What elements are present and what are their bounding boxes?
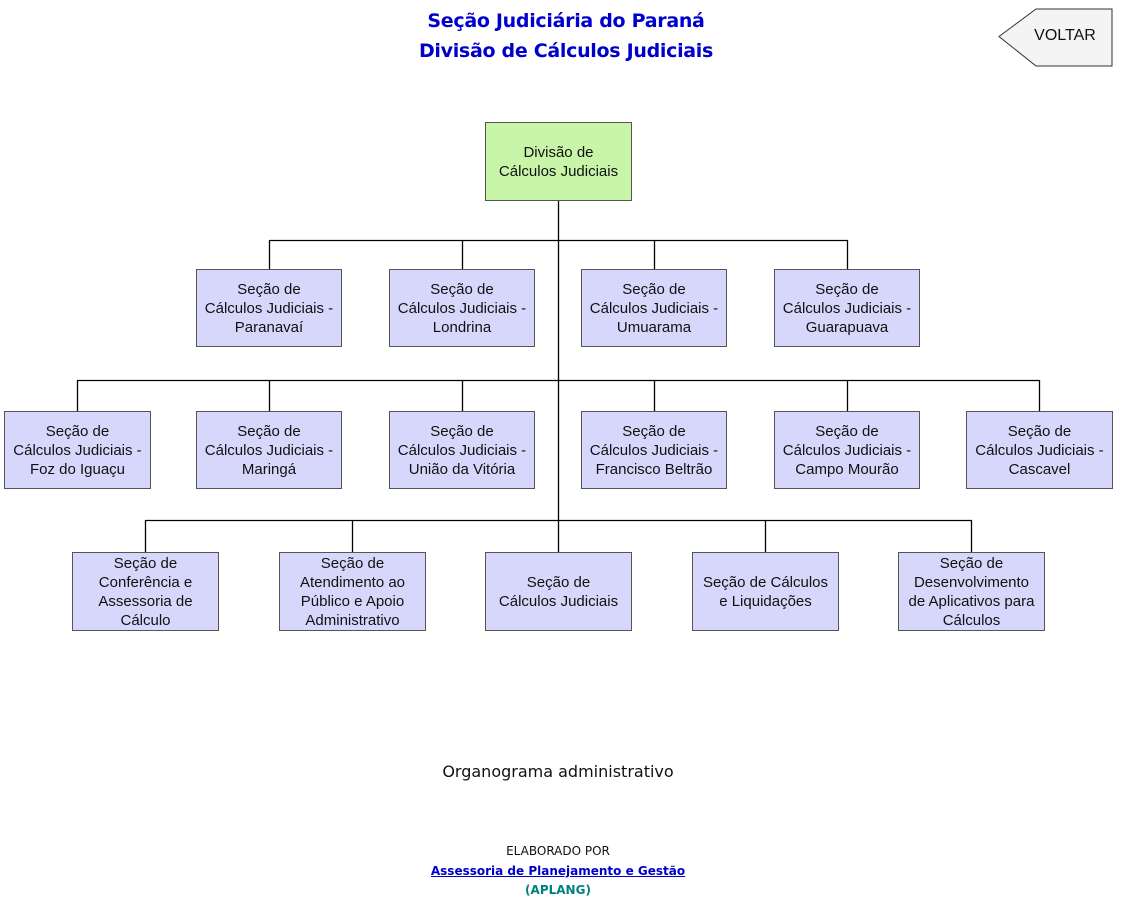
- org-node-row3: Seção de Desenvolvimento de Aplicativos …: [898, 552, 1045, 631]
- page-title-line-1: Seção Judiciária do Paraná: [427, 10, 705, 32]
- org-node-row1: Seção de Cálculos Judiciais - Paranavaí: [196, 269, 342, 347]
- org-node-row2: Seção de Cálculos Judiciais - Cascavel: [966, 411, 1113, 489]
- credit-link[interactable]: Assessoria de Planejamento e Gestão: [430, 864, 686, 878]
- org-node-row2: Seção de Cálculos Judiciais - Francisco …: [581, 411, 727, 489]
- credit-abbreviation: (APLANG): [525, 883, 591, 897]
- org-node-row3: Seção de Atendimento ao Público e Apoio …: [279, 552, 426, 631]
- org-node-row1: Seção de Cálculos Judiciais - Umuarama: [581, 269, 727, 347]
- page-title-line-2: Divisão de Cálculos Judiciais: [418, 40, 714, 62]
- org-node-row3: Seção de Conferência e Assessoria de Cál…: [72, 552, 219, 631]
- org-node-row3: Seção de Cálculos Judiciais: [485, 552, 632, 631]
- org-node-row2: Seção de Cálculos Judiciais - Campo Mour…: [774, 411, 920, 489]
- org-node-root: Divisão de Cálculos Judiciais: [485, 122, 632, 201]
- org-node-row1: Seção de Cálculos Judiciais - Guarapuava: [774, 269, 920, 347]
- back-button[interactable]: VOLTAR: [998, 8, 1114, 67]
- org-node-row1: Seção de Cálculos Judiciais - Londrina: [389, 269, 535, 347]
- back-arrow-icon: [998, 8, 1113, 67]
- org-node-row2: Seção de Cálculos Judiciais - União da V…: [389, 411, 535, 489]
- org-node-row2: Seção de Cálculos Judiciais - Maringá: [196, 411, 342, 489]
- org-node-row2: Seção de Cálculos Judiciais - Foz do Igu…: [4, 411, 151, 489]
- back-button-label: VOLTAR: [1034, 27, 1096, 44]
- chart-caption: Organograma administrativo: [442, 762, 674, 781]
- org-node-row3: Seção de Cálculos e Liquidações: [692, 552, 839, 631]
- credit-prefix: ELABORADO POR: [506, 844, 610, 858]
